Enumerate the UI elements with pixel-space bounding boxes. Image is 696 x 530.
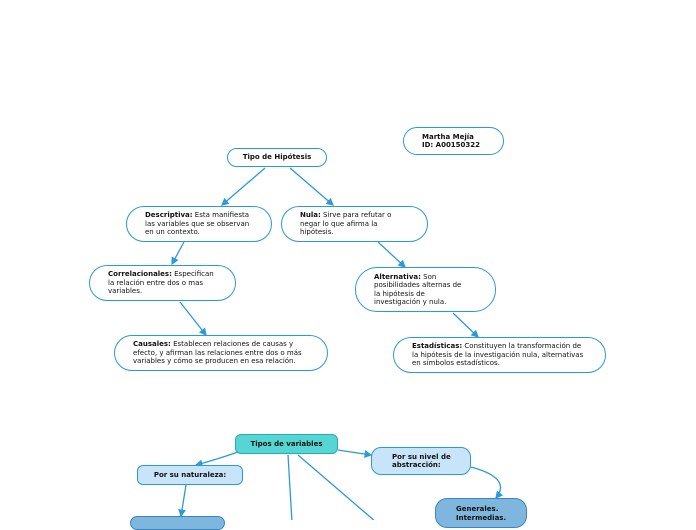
edge-alternativa-estadisticas (452, 312, 479, 338)
descriptiva-line: Esta manifiesta (192, 211, 250, 220)
alternativa-line: Son (420, 272, 437, 281)
alternativa-line: posibilidades alternas de (374, 281, 462, 289)
estadisticas-line: la hipótesis de la investigación nula, a… (412, 350, 584, 359)
generales-line: Intermedias. (456, 513, 507, 522)
estadisticas-line: en símbolos estadísticos. (412, 359, 500, 368)
author-node: Martha Mejía ID: A00150322 (403, 127, 504, 155)
correlacionales-line: Especifican (171, 270, 214, 279)
alternativa-node: Alternativa: Son posibilidades alternas … (355, 267, 496, 312)
correlacionales-line: variables. (108, 287, 143, 296)
edge-variables-naturaleza (194, 451, 239, 468)
variables-root-label: Tipos de variables (250, 439, 323, 448)
estadisticas-term: Estadísticas: (412, 342, 463, 351)
edge-root-nula (289, 167, 334, 206)
naturaleza-child-node (130, 516, 225, 530)
edge-root-descriptiva (221, 167, 266, 206)
causales-line: efecto, y afirman las relaciones entre d… (133, 348, 302, 357)
edge-abstraccion-generales (470, 466, 504, 500)
naturaleza-node: Por su naturaleza: (137, 465, 243, 485)
abstraccion-line: abstracción: (392, 461, 441, 469)
estadisticas-node: Estadísticas: Constituyen la transformac… (393, 337, 606, 373)
abstraccion-node: Por su nivel de abstracción: (371, 447, 471, 475)
edge-variables-abstraccion (337, 449, 373, 458)
estadisticas-line: Constituyen la transformación de (462, 342, 582, 351)
edge-descriptiva-correlacionales (171, 241, 185, 266)
edge-variables-down-1 (287, 454, 293, 520)
causales-line: variables y cómo se producen en esa rela… (133, 357, 296, 366)
nula-term: Nula: (300, 211, 321, 220)
causales-term: Causales: (133, 340, 171, 349)
abstraccion-line: Por su nivel de (392, 452, 451, 461)
alternativa-line: la hipótesis de (374, 289, 425, 298)
correlacionales-term: Correlacionales: (108, 270, 172, 279)
nula-node: Nula: Sirve para refutar o negar lo que … (281, 206, 428, 242)
hypothesis-root-label: Tipo de Hipótesis (242, 153, 312, 162)
variables-root-node: Tipos de variables (235, 434, 338, 454)
nula-line: hipótesis. (300, 228, 334, 237)
descriptiva-line: las variables que se observan (145, 219, 250, 228)
generales-line: Generales. (456, 505, 499, 513)
correlacionales-node: Correlacionales: Especifican la relación… (89, 265, 236, 301)
descriptiva-node: Descriptiva: Esta manifiesta las variabl… (126, 206, 272, 242)
causales-line: Establecen relaciones de causas y (170, 340, 294, 349)
edge-nula-alternativa (377, 241, 406, 268)
descriptiva-line: en un contexto. (145, 228, 200, 237)
edge-naturaleza-child (178, 484, 187, 518)
descriptiva-term: Descriptiva: (145, 211, 193, 220)
correlacionales-line: la relación entre dos o mas (108, 278, 204, 287)
alternativa-line: investigación y nula. (374, 298, 447, 306)
nula-line: negar lo que afirma la (300, 219, 378, 228)
author-name: Martha Mejía (422, 132, 474, 141)
generales-node: Generales. Intermedias. (435, 498, 527, 528)
edge-correlacionales-causales (179, 301, 207, 337)
edge-variables-down-2 (297, 454, 375, 520)
causales-node: Causales: Establecen relaciones de causa… (114, 335, 328, 371)
naturaleza-label: Por su naturaleza: (153, 470, 227, 479)
hypothesis-root-node: Tipo de Hipótesis (227, 148, 327, 167)
alternativa-term: Alternativa: (374, 272, 421, 281)
nula-line: Sirve para refutar o (320, 211, 392, 220)
author-id: ID: A00150322 (422, 141, 481, 149)
